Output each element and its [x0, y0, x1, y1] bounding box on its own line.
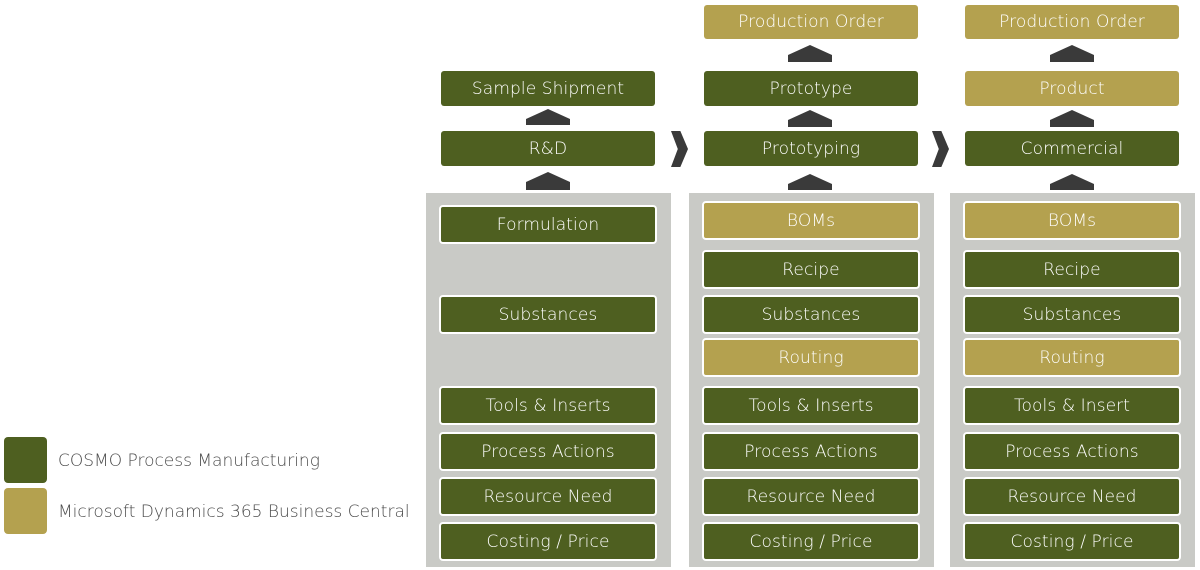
box-prototype: Prototype	[704, 71, 918, 106]
item-resource-need: Resource Need	[439, 477, 657, 516]
arrow-up-icon	[788, 110, 832, 120]
box-sample-shipment: Sample Shipment	[441, 71, 655, 106]
item-process-actions: Process Actions	[439, 432, 657, 471]
box-product: Product	[965, 71, 1179, 106]
box-production-order-2: Production Order	[704, 5, 918, 39]
item-routing: Routing	[963, 338, 1181, 377]
box-commercial: Commercial	[965, 131, 1179, 166]
item-costing-price: Costing / Price	[439, 522, 657, 561]
legend-label-cosmo: COSMO Process Manufacturing	[58, 451, 320, 471]
item-tools-inserts: Tools & Inserts	[439, 386, 657, 425]
item-costing-price: Costing / Price	[963, 522, 1181, 561]
item-resource-need: Resource Need	[963, 477, 1181, 516]
item-process-actions: Process Actions	[702, 432, 920, 471]
item-boms: BOMs	[702, 201, 920, 240]
item-routing: Routing	[702, 338, 920, 377]
legend-swatch-cosmo	[4, 437, 47, 483]
arrow-up-icon	[1050, 110, 1094, 120]
chevron-right-icon	[671, 131, 688, 167]
item-recipe: Recipe	[702, 250, 920, 289]
arrow-up-icon	[1050, 174, 1094, 184]
item-tools-insert: Tools & Insert	[963, 386, 1181, 425]
arrow-up-icon	[1050, 45, 1094, 55]
arrow-up-bar	[788, 55, 832, 62]
item-tools-inserts: Tools & Inserts	[702, 386, 920, 425]
legend-label-dynamics: Microsoft Dynamics 365 Business Central	[58, 502, 410, 522]
arrow-up-icon	[788, 45, 832, 55]
arrow-up-bar	[526, 119, 570, 125]
box-production-order-3: Production Order	[965, 5, 1179, 39]
arrow-up-bar	[526, 182, 570, 190]
item-formulation: Formulation	[439, 205, 657, 244]
item-substances: Substances	[439, 295, 657, 334]
arrow-up-icon	[526, 109, 570, 119]
item-costing-price: Costing / Price	[702, 522, 920, 561]
legend-swatch-dynamics	[4, 488, 47, 534]
chevron-right-icon	[932, 131, 949, 167]
arrow-up-bar	[788, 120, 832, 127]
item-process-actions: Process Actions	[963, 432, 1181, 471]
arrow-up-bar	[788, 184, 832, 190]
arrow-up-bar	[1050, 120, 1094, 127]
item-substances: Substances	[963, 295, 1181, 334]
item-boms: BOMs	[963, 201, 1181, 240]
arrow-up-icon	[788, 174, 832, 184]
box-rd: R&D	[441, 131, 655, 166]
arrow-up-bar	[1050, 184, 1094, 190]
arrow-up-bar	[1050, 55, 1094, 62]
item-substances: Substances	[702, 295, 920, 334]
item-resource-need: Resource Need	[702, 477, 920, 516]
item-recipe: Recipe	[963, 250, 1181, 289]
box-prototyping: Prototyping	[704, 131, 918, 166]
arrow-up-icon	[526, 172, 570, 182]
